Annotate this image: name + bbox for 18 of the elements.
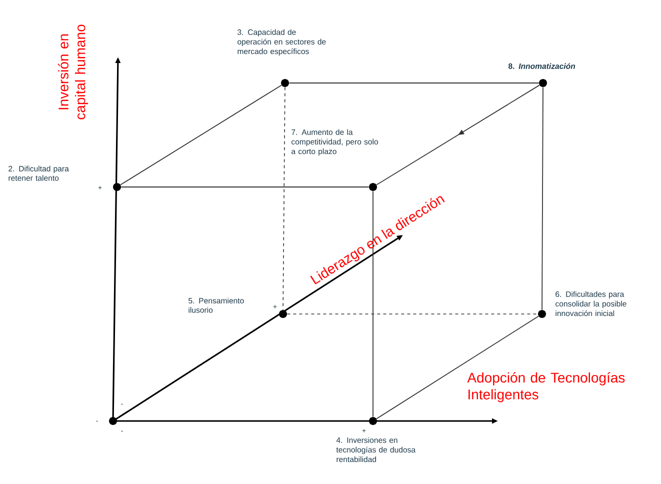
dot: [281, 79, 289, 87]
dot: [538, 310, 546, 318]
axis-title: Inversión en capital humano: [58, 24, 88, 120]
edge-line: [542, 86, 544, 310]
edge-line: [120, 186, 370, 188]
dot: [113, 183, 121, 191]
dot: [369, 183, 377, 191]
dot: [539, 79, 547, 87]
dot: [369, 417, 377, 425]
edge-line: [282, 86, 286, 310]
axis-title: Adopción de Tecnologías Inteligentes: [467, 372, 625, 402]
dot: [279, 310, 287, 318]
edge-line: [120, 84, 282, 186]
dot: [109, 417, 117, 425]
edge-line: [376, 84, 540, 186]
edge-line: [288, 82, 540, 84]
edge-line: [372, 190, 374, 418]
edge-line: [376, 316, 539, 420]
